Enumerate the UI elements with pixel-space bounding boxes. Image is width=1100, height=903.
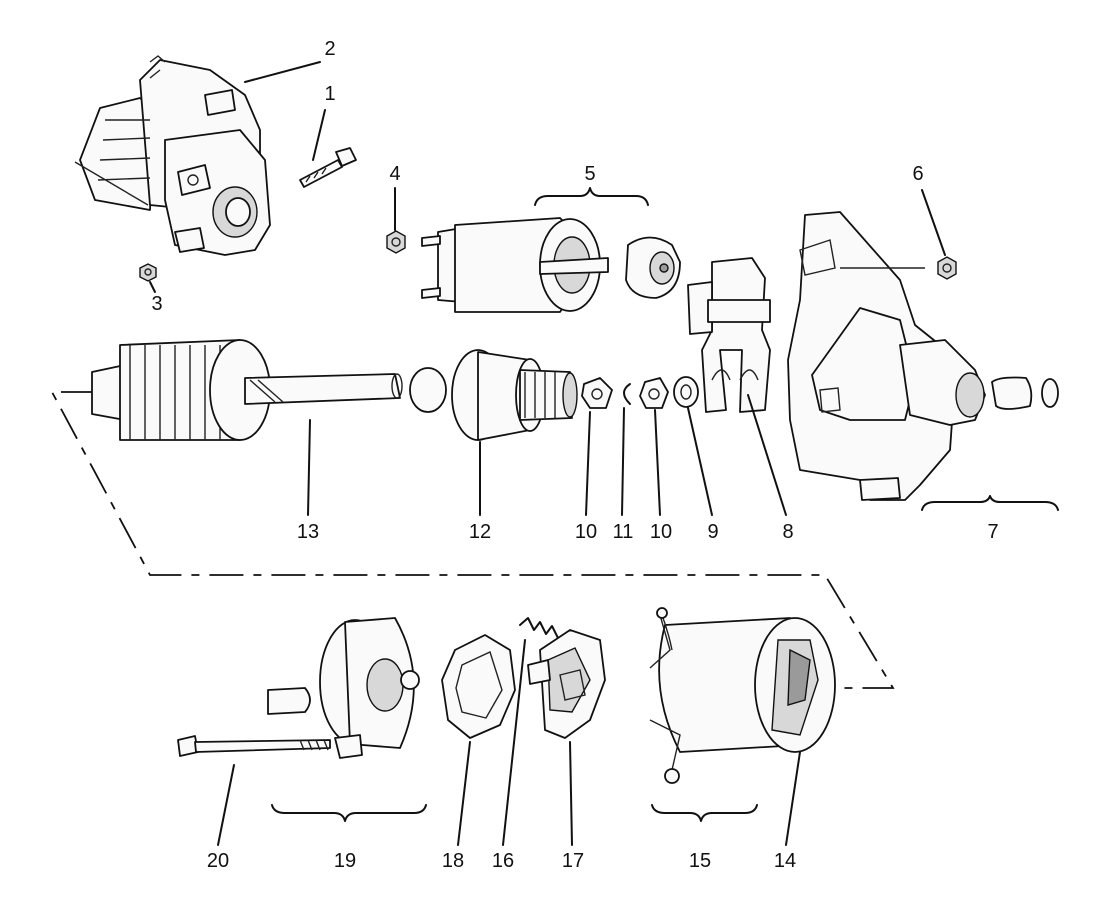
clip-part-11 <box>623 383 631 405</box>
armature-part <box>91 339 403 441</box>
shift-lever-part <box>687 257 771 413</box>
callout-8: 8 <box>782 521 793 543</box>
brush-plate-part <box>441 634 516 739</box>
callout-2: 2 <box>324 38 335 60</box>
callout-12: 12 <box>469 521 491 543</box>
grouping-brackets <box>271 187 1059 822</box>
callout-19: 19 <box>334 850 356 872</box>
bolt-part <box>299 147 357 188</box>
callout-5: 5 <box>584 163 595 185</box>
solenoid-part <box>421 217 681 313</box>
leader-lines <box>149 61 946 846</box>
callout-20: 20 <box>207 850 229 872</box>
spring-part <box>519 617 559 639</box>
brush-lead-part <box>649 607 681 784</box>
brush-holder-part <box>527 629 606 739</box>
callout-6: 6 <box>912 163 923 185</box>
through-bolt-part <box>177 735 331 757</box>
nut-part <box>139 263 157 282</box>
callout-1: 1 <box>324 83 335 105</box>
callout-4: 4 <box>389 163 400 185</box>
callout-13: 13 <box>297 521 319 543</box>
callout-7: 7 <box>987 521 998 543</box>
callout-17: 17 <box>562 850 584 872</box>
callout-10-left: 10 <box>575 521 597 543</box>
callout-9: 9 <box>707 521 718 543</box>
washer-part-9 <box>673 376 699 408</box>
callout-18: 18 <box>442 850 464 872</box>
end-cap-part <box>267 617 420 759</box>
callout-10-right: 10 <box>650 521 672 543</box>
drive-pinion-part <box>409 349 578 441</box>
callout-14: 14 <box>774 850 796 872</box>
retainer-part-10-right <box>639 377 669 409</box>
callout-labels: 2 1 3 4 5 6 7 8 9 10 11 10 12 13 14 15 1… <box>151 38 998 872</box>
callout-15: 15 <box>689 850 711 872</box>
nut-part-6 <box>937 256 957 280</box>
assembly-path-line <box>50 391 895 689</box>
callout-16: 16 <box>492 850 514 872</box>
callout-11: 11 <box>613 521 634 543</box>
field-frame-part <box>658 609 836 753</box>
callout-3: 3 <box>151 293 162 315</box>
drive-end-housing-part <box>787 211 1059 501</box>
retainer-part-10-left <box>581 377 613 409</box>
starter-assembly-part <box>74 55 271 256</box>
nut-part-4 <box>386 230 406 254</box>
